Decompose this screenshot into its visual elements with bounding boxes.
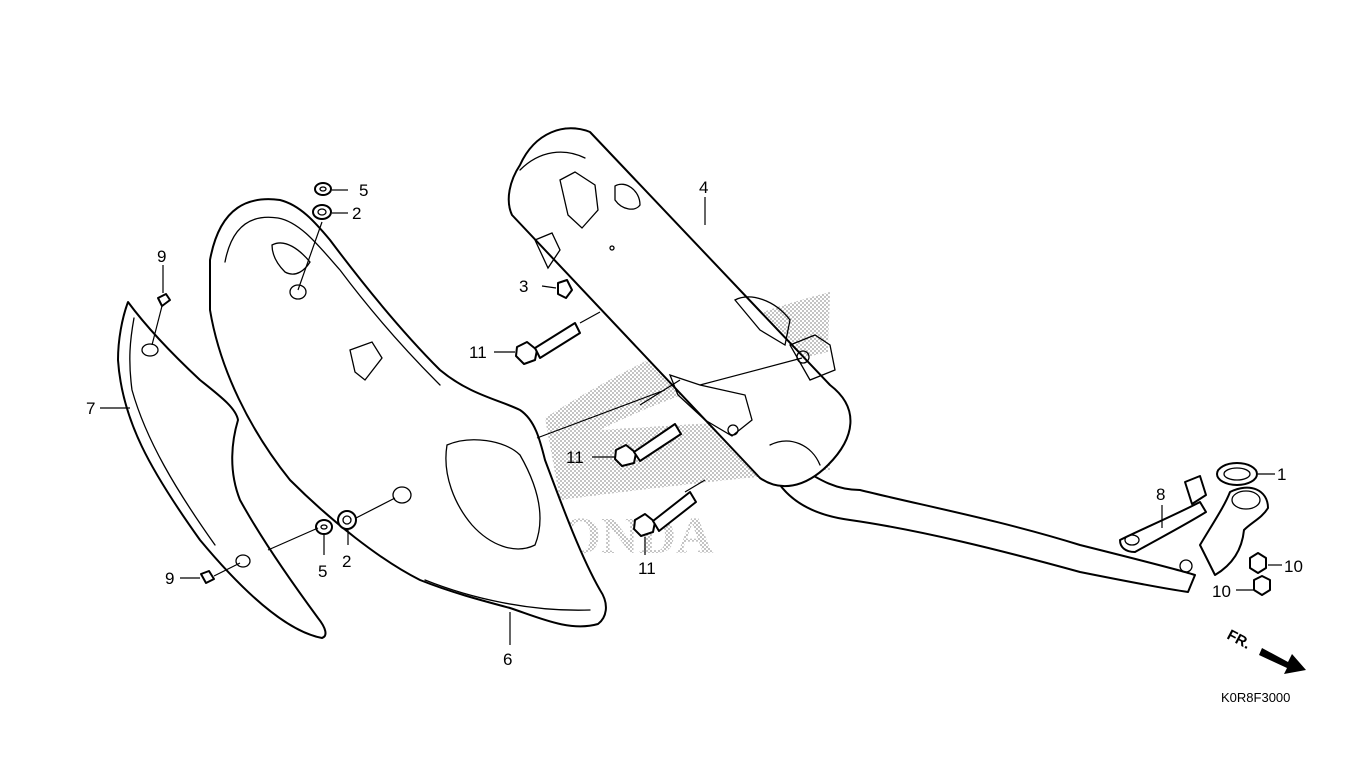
callout-8: 8 [1156,485,1165,504]
leader-lines [100,189,1282,645]
callout-11-lower: 11 [638,559,656,578]
callout-7: 7 [86,399,95,418]
callout-9-upper: 9 [157,247,166,266]
callout-3: 3 [519,277,528,296]
drawing-code: K0R8F3000 [1221,690,1290,705]
callout-labels: 1 2 2 3 4 5 5 6 7 8 9 9 10 10 11 11 11 [86,178,1303,669]
front-arrow-icon [1259,648,1306,674]
callout-2-upper: 2 [352,204,361,223]
part-1-gasket [1216,462,1258,486]
front-direction-indicator: FR. [1224,627,1306,674]
callout-1: 1 [1277,465,1286,484]
callout-6: 6 [503,650,512,669]
callout-9-lower: 9 [165,569,174,588]
callout-10-lower: 10 [1212,582,1231,601]
callout-4: 4 [699,178,708,197]
callout-5-lower: 5 [318,562,327,581]
part-3-clip-nut [557,279,573,299]
part-6-muffler-protector [209,198,607,628]
callout-2-lower: 2 [342,552,351,571]
part-2-5-lower-mount [315,510,357,535]
part-11-bolts [515,322,697,537]
part-2-5-upper-mount [312,182,332,220]
part-10-nuts [1249,552,1271,596]
front-direction-label: FR. [1224,627,1253,653]
part-4-muffler [507,127,1196,593]
callout-11-middle: 11 [566,448,584,467]
callout-11-upper: 11 [469,343,487,362]
part-7-heat-protector-cover [117,301,327,639]
exhaust-pipe-flange [1179,486,1269,576]
part-9-screws [157,293,215,584]
callout-10-upper: 10 [1284,557,1303,576]
callout-5-upper: 5 [359,181,368,200]
part-8-bracket [1119,475,1207,553]
